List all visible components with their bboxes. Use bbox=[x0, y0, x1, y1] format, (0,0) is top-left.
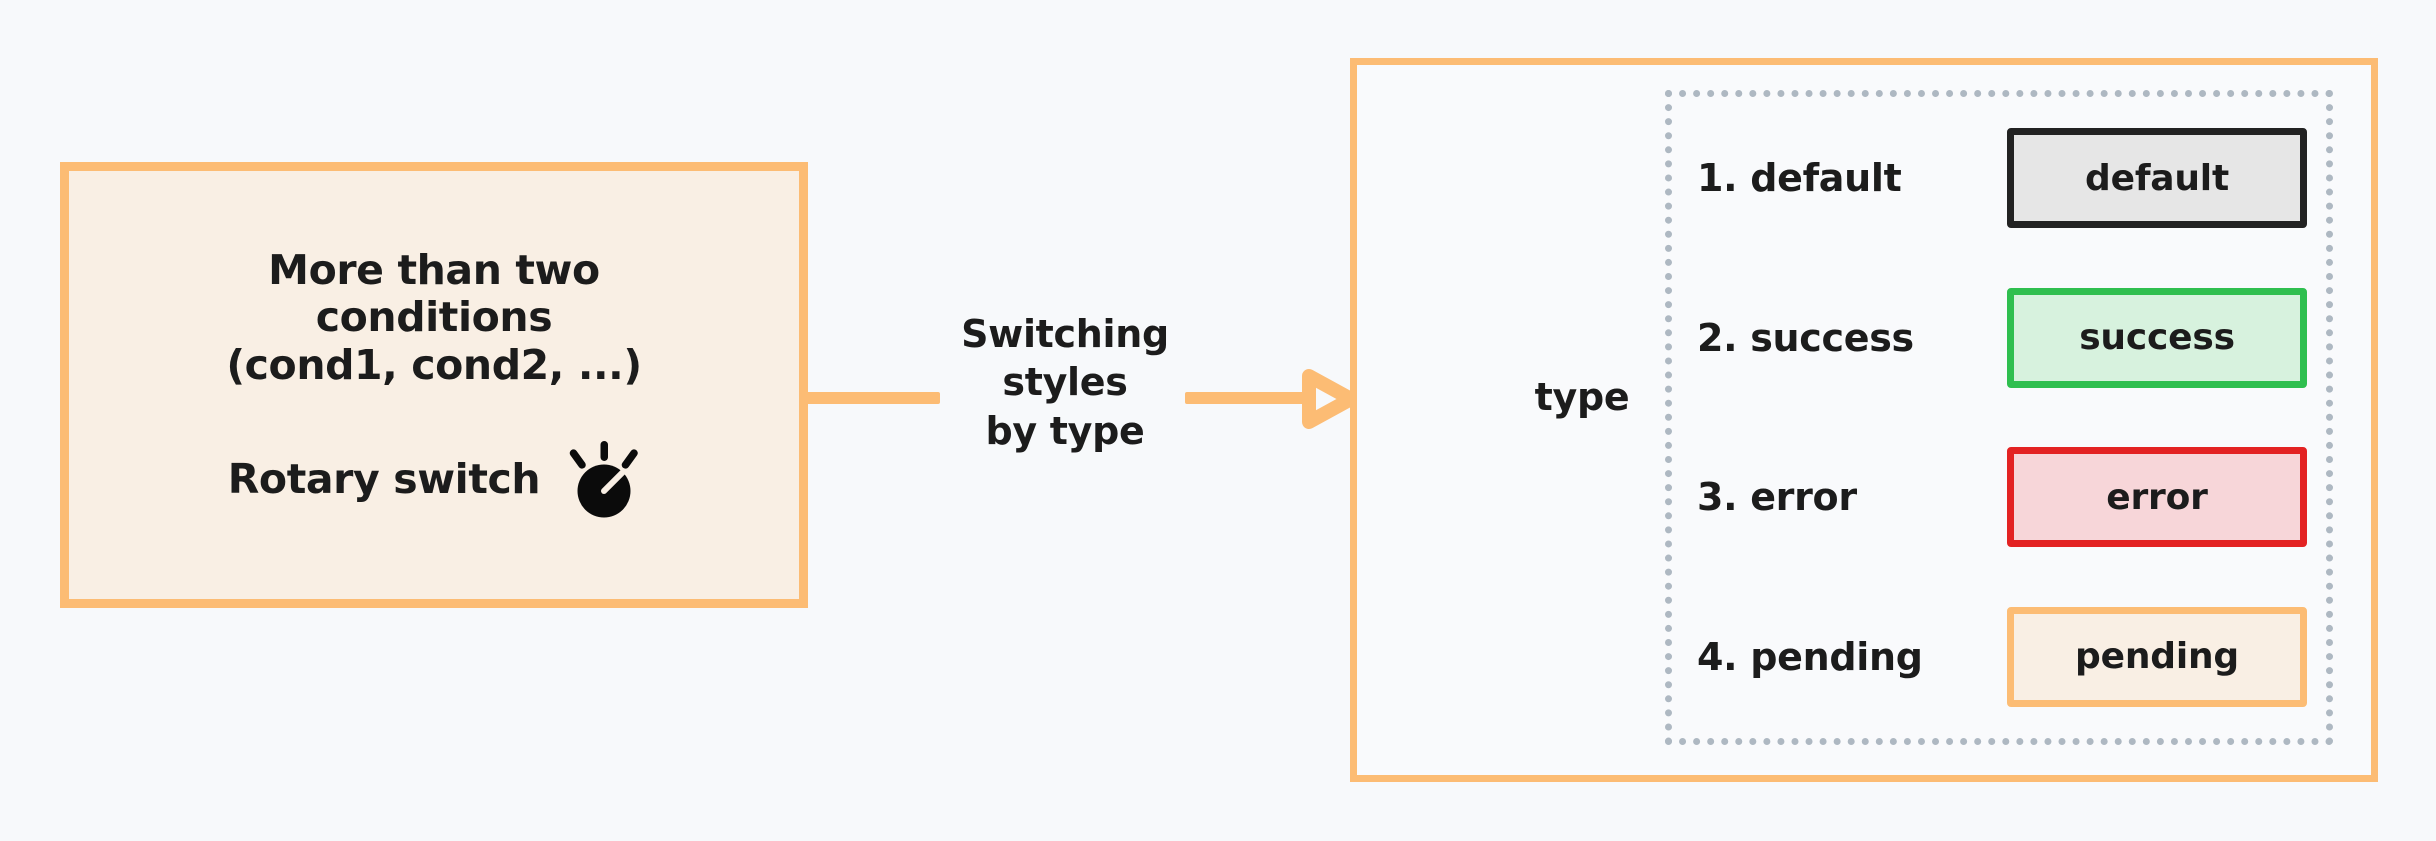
connector-line-right bbox=[1185, 392, 1311, 404]
status-badge[interactable]: error bbox=[2007, 447, 2307, 548]
list-item[interactable]: 3. error error bbox=[1697, 431, 2307, 563]
arrow-right-icon bbox=[1300, 368, 1360, 430]
status-badge[interactable]: success bbox=[2007, 287, 2307, 388]
rotary-switch-icon bbox=[566, 439, 640, 519]
rotary-switch-label: Rotary switch bbox=[227, 455, 541, 504]
list-item[interactable]: 4. pending pending bbox=[1697, 591, 2307, 723]
condition-source-title: More than two conditions (cond1, cond2, … bbox=[226, 245, 642, 389]
list-item[interactable]: 1. default default bbox=[1697, 112, 2307, 244]
status-badge[interactable]: default bbox=[2007, 128, 2307, 228]
status-badge[interactable]: pending bbox=[2007, 606, 2307, 707]
connector-line-left bbox=[800, 392, 940, 404]
type-row-label: 1. default bbox=[1697, 156, 1902, 200]
condition-source-card: More than two conditions (cond1, cond2, … bbox=[60, 162, 808, 608]
rotary-switch-row: Rotary switch bbox=[228, 439, 640, 519]
connector-label: Switching styles by type bbox=[961, 312, 1169, 453]
type-row-label: 3. error bbox=[1697, 475, 1857, 520]
type-row-label: 2. success bbox=[1697, 315, 1914, 360]
type-row-label: 4. pending bbox=[1697, 634, 1923, 679]
list-item[interactable]: 2. success success bbox=[1697, 272, 2307, 404]
type-panel-label: type bbox=[1534, 375, 1630, 419]
type-list-dotted-frame bbox=[1665, 90, 2333, 745]
type-list: 1. default default 2. success success 3.… bbox=[1665, 90, 2333, 745]
